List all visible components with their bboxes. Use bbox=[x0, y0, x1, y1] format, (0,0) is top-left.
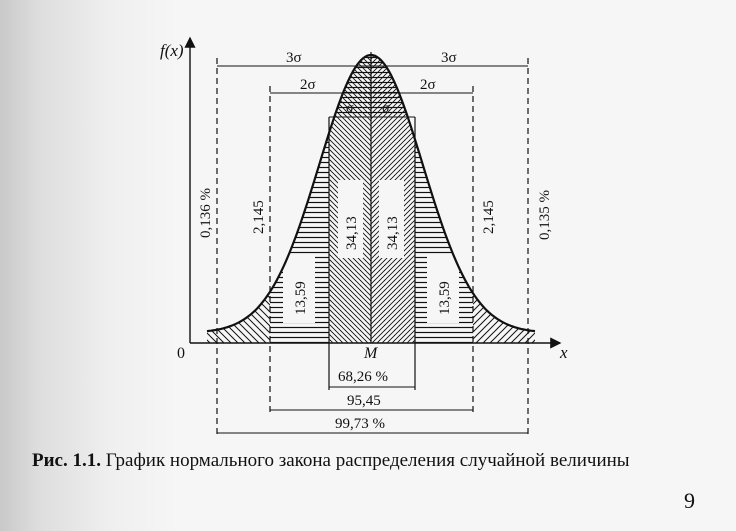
mean-label: M bbox=[363, 345, 379, 362]
label-left-0-1: 34,13 bbox=[344, 216, 360, 250]
page-number: 9 bbox=[684, 488, 695, 513]
x-axis-label: x bbox=[559, 343, 568, 362]
normal-distribution-diagram: f(x) x 0 M 3σ 3σ 2σ 2σ σ σ 0,136 % 0,135… bbox=[160, 36, 568, 435]
label-box-right-34-13 bbox=[379, 180, 404, 258]
label-box-left-13-59 bbox=[283, 255, 315, 323]
label-left-2s: 2σ bbox=[300, 77, 316, 93]
y-axis-label: f(x) bbox=[160, 41, 184, 60]
label-box-left-34-13 bbox=[338, 180, 363, 258]
label-left-2-3: 2,145 bbox=[251, 200, 267, 234]
caption-text: График нормального закона распределения … bbox=[105, 450, 630, 471]
label-box-right-13-59 bbox=[427, 255, 459, 323]
label-right-2-3: 2,145 bbox=[481, 200, 497, 234]
origin-label: 0 bbox=[177, 345, 185, 362]
label-right-1-2: 13,59 bbox=[437, 281, 453, 315]
label-left-1s: σ bbox=[346, 101, 354, 116]
label-right-1s: σ bbox=[382, 101, 390, 116]
label-left-3s: 3σ bbox=[286, 50, 302, 66]
label-span-two-sigma: 95,45 bbox=[347, 393, 381, 409]
label-right-3s: 3σ bbox=[441, 50, 457, 66]
label-right-0-1: 34,13 bbox=[385, 216, 401, 250]
label-span-three-sigma: 99,73 % bbox=[335, 416, 385, 432]
caption-label: Рис. 1.1. bbox=[32, 450, 101, 471]
label-right-2s: 2σ bbox=[420, 77, 436, 93]
label-left-tail: 0,136 % bbox=[198, 188, 214, 238]
label-right-tail: 0,135 % bbox=[537, 190, 553, 240]
label-left-1-2: 13,59 bbox=[293, 281, 309, 315]
region-right-tail bbox=[473, 55, 535, 343]
figure-caption: Рис. 1.1. График нормального закона расп… bbox=[32, 450, 722, 472]
label-span-one-sigma: 68,26 % bbox=[338, 369, 388, 385]
